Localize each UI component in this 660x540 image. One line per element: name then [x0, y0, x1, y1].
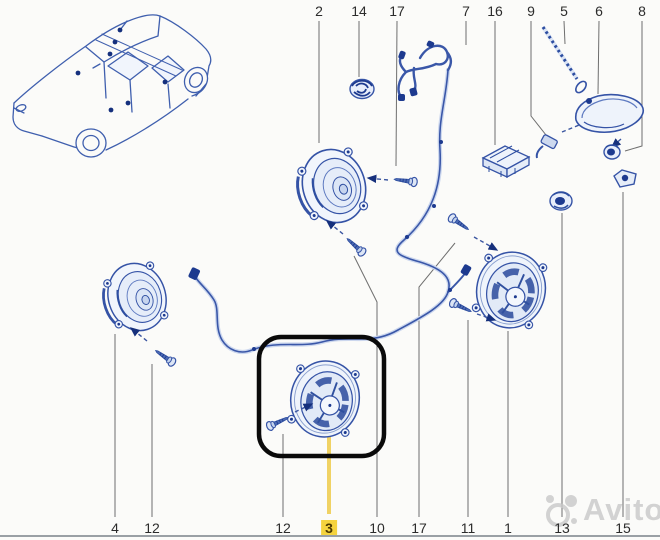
screw-rear-right-upper	[446, 211, 472, 234]
antenna-grommet	[603, 144, 621, 160]
leader-line-top-5	[563, 20, 566, 45]
screw-rear-left	[152, 346, 178, 369]
speaker-rear-left	[93, 254, 177, 342]
leader-line-top-8	[624, 21, 643, 152]
grommet-coil	[349, 78, 375, 100]
leader-lines	[114, 20, 643, 517]
leader-line-bottom-10	[353, 255, 378, 517]
antenna-nut	[613, 169, 637, 188]
antenna-mast	[541, 25, 587, 94]
screw-front-door	[392, 174, 419, 188]
speaker-rear-right	[470, 246, 553, 335]
screw-highlighted-speaker	[264, 412, 291, 433]
harness-grommet	[549, 191, 573, 211]
assembly-arrows	[129, 120, 622, 413]
leader-line-top-6	[597, 20, 600, 95]
highlight-box	[256, 334, 387, 459]
screw-front-door-lower	[343, 234, 369, 259]
antenna-cable-connector	[535, 134, 558, 159]
antenna-base	[574, 93, 644, 133]
speaker-highlighted-part-3	[286, 357, 364, 442]
radio-module-bracket	[481, 145, 531, 179]
speaker-front-door	[286, 139, 377, 234]
bottom-border-line	[0, 535, 660, 537]
leader-line-bottom-17	[418, 242, 456, 517]
car-overview-drawing	[12, 14, 212, 158]
wiring-harness	[188, 40, 472, 355]
screw-rear-right-lower	[447, 296, 474, 317]
leader-line-top-9	[530, 21, 547, 136]
leader-line-top-17	[395, 20, 398, 167]
